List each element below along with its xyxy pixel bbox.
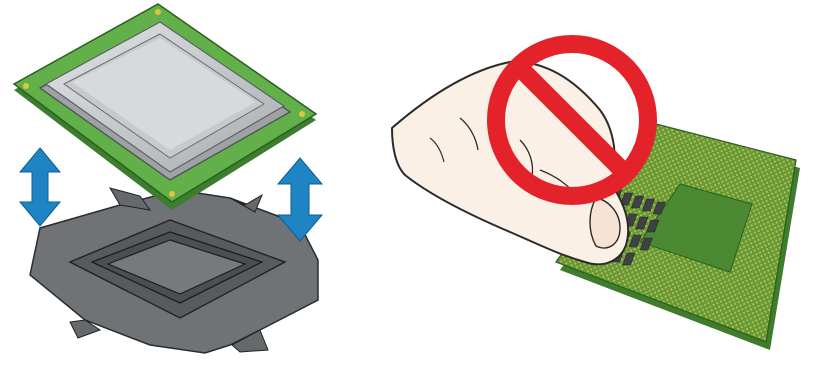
up-down-arrow-icon [20, 148, 60, 226]
do-not-touch-panel [392, 44, 800, 350]
socket-cover-icon [30, 188, 318, 353]
cpu-package-icon [14, 4, 316, 210]
install-panel [14, 4, 322, 353]
